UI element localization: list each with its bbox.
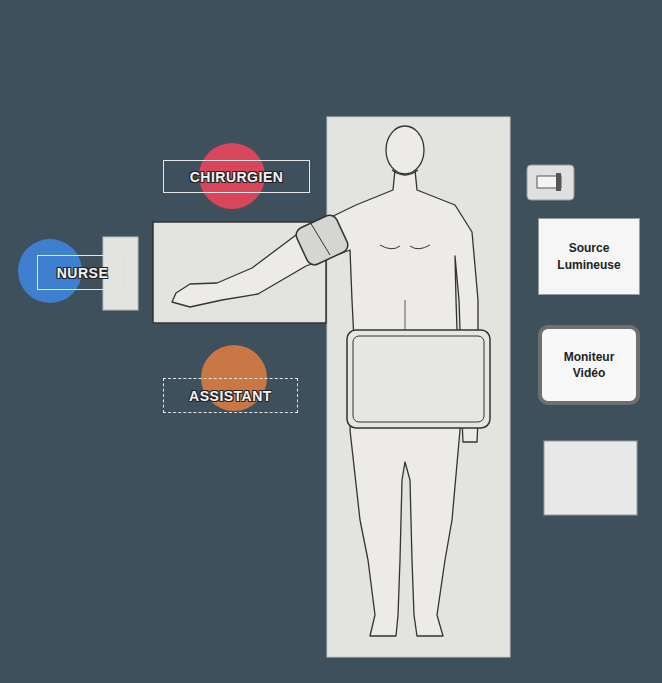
monitor-box: Moniteur Vidéo — [538, 325, 640, 405]
node-text: Source Lumineuse — [545, 240, 633, 272]
tourniquet — [294, 213, 351, 268]
role-label: NURSE — [37, 255, 128, 290]
role-label: ASSISTANT — [163, 378, 298, 413]
node-text: CHIRURGIEN — [190, 169, 284, 185]
equipment-box: Source Lumineuse — [538, 218, 640, 295]
role-label: CHIRURGIEN — [163, 160, 310, 193]
equipment-box — [544, 441, 637, 515]
node-text: Moniteur Vidéo — [548, 349, 630, 381]
surgical-frame — [347, 330, 490, 428]
instrument-table — [103, 237, 138, 310]
control-device — [527, 165, 574, 200]
node-text: NURSE — [57, 265, 109, 281]
node-text: ASSISTANT — [189, 388, 272, 404]
